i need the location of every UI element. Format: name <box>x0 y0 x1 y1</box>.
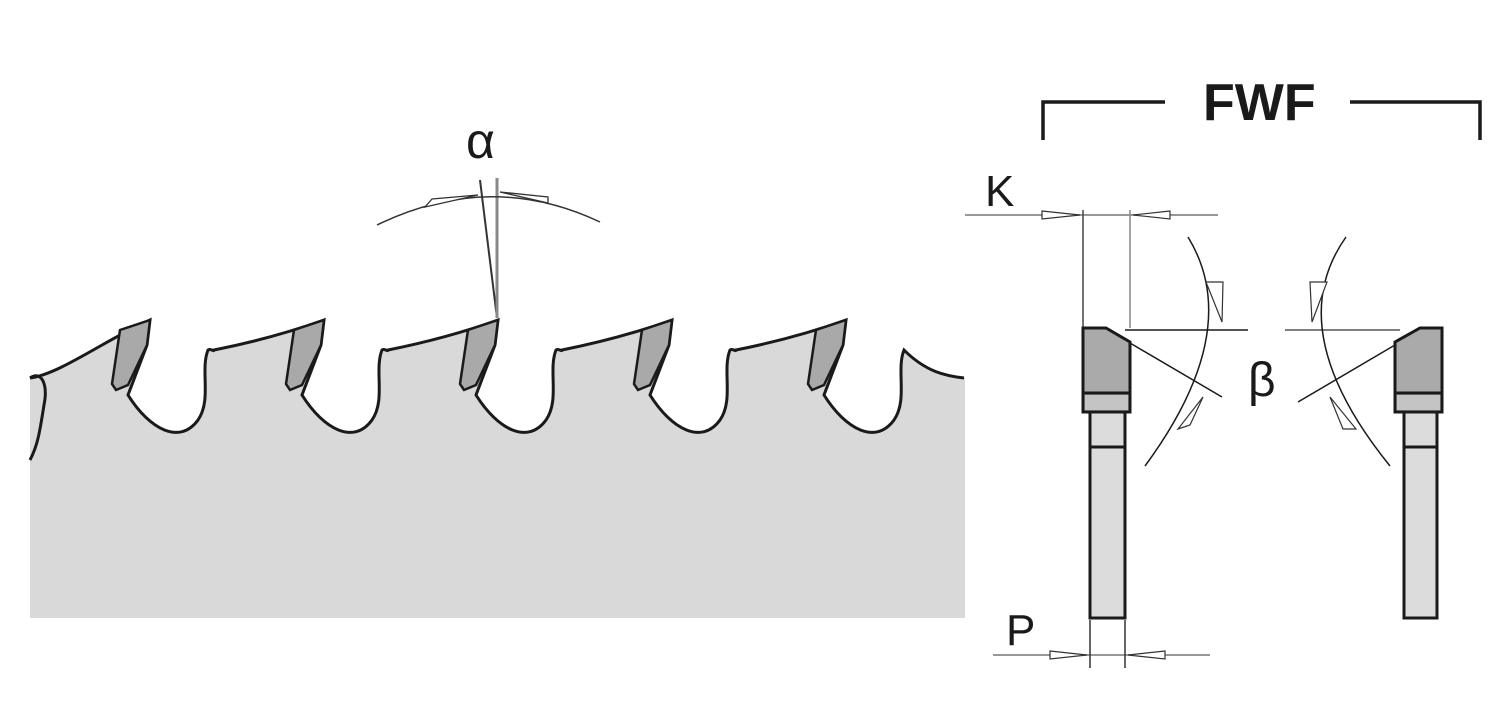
k-label: K <box>985 167 1014 216</box>
arrow-icon <box>499 191 549 204</box>
arrow-icon <box>1132 210 1171 220</box>
saw-blade-tooth-profile <box>28 317 965 461</box>
tooth-inserts <box>110 318 848 392</box>
tooth-insert <box>458 318 500 392</box>
arrow-icon <box>1041 210 1081 220</box>
alpha-label: α <box>466 113 495 169</box>
k-dimension: K <box>965 167 1218 328</box>
arrow-icon <box>1309 281 1328 323</box>
tooth-insert <box>632 318 674 392</box>
tooth-insert <box>110 318 152 392</box>
arrow-icon <box>423 194 479 209</box>
tooth-side-view-left <box>1081 326 1132 620</box>
fwf-bracket: FWF <box>1041 74 1482 140</box>
arrow-icon <box>1205 281 1224 323</box>
p-label: P <box>1006 606 1035 655</box>
arrow-icon <box>1127 650 1166 660</box>
hook-angle-annotation: α <box>376 113 601 319</box>
saw-blade-body <box>30 320 965 618</box>
beta-label: β <box>1248 354 1276 407</box>
p-dimension: P <box>993 606 1210 668</box>
tooth-insert <box>806 318 848 392</box>
arrow-icon <box>1329 396 1358 430</box>
tooth-side-view-right <box>1393 326 1444 620</box>
arrow-icon <box>1049 650 1088 660</box>
tooth-insert <box>284 318 326 392</box>
fwf-label: FWF <box>1203 74 1316 132</box>
arrow-icon <box>1176 396 1204 431</box>
bevel-angle-annotation: β <box>1125 236 1400 467</box>
